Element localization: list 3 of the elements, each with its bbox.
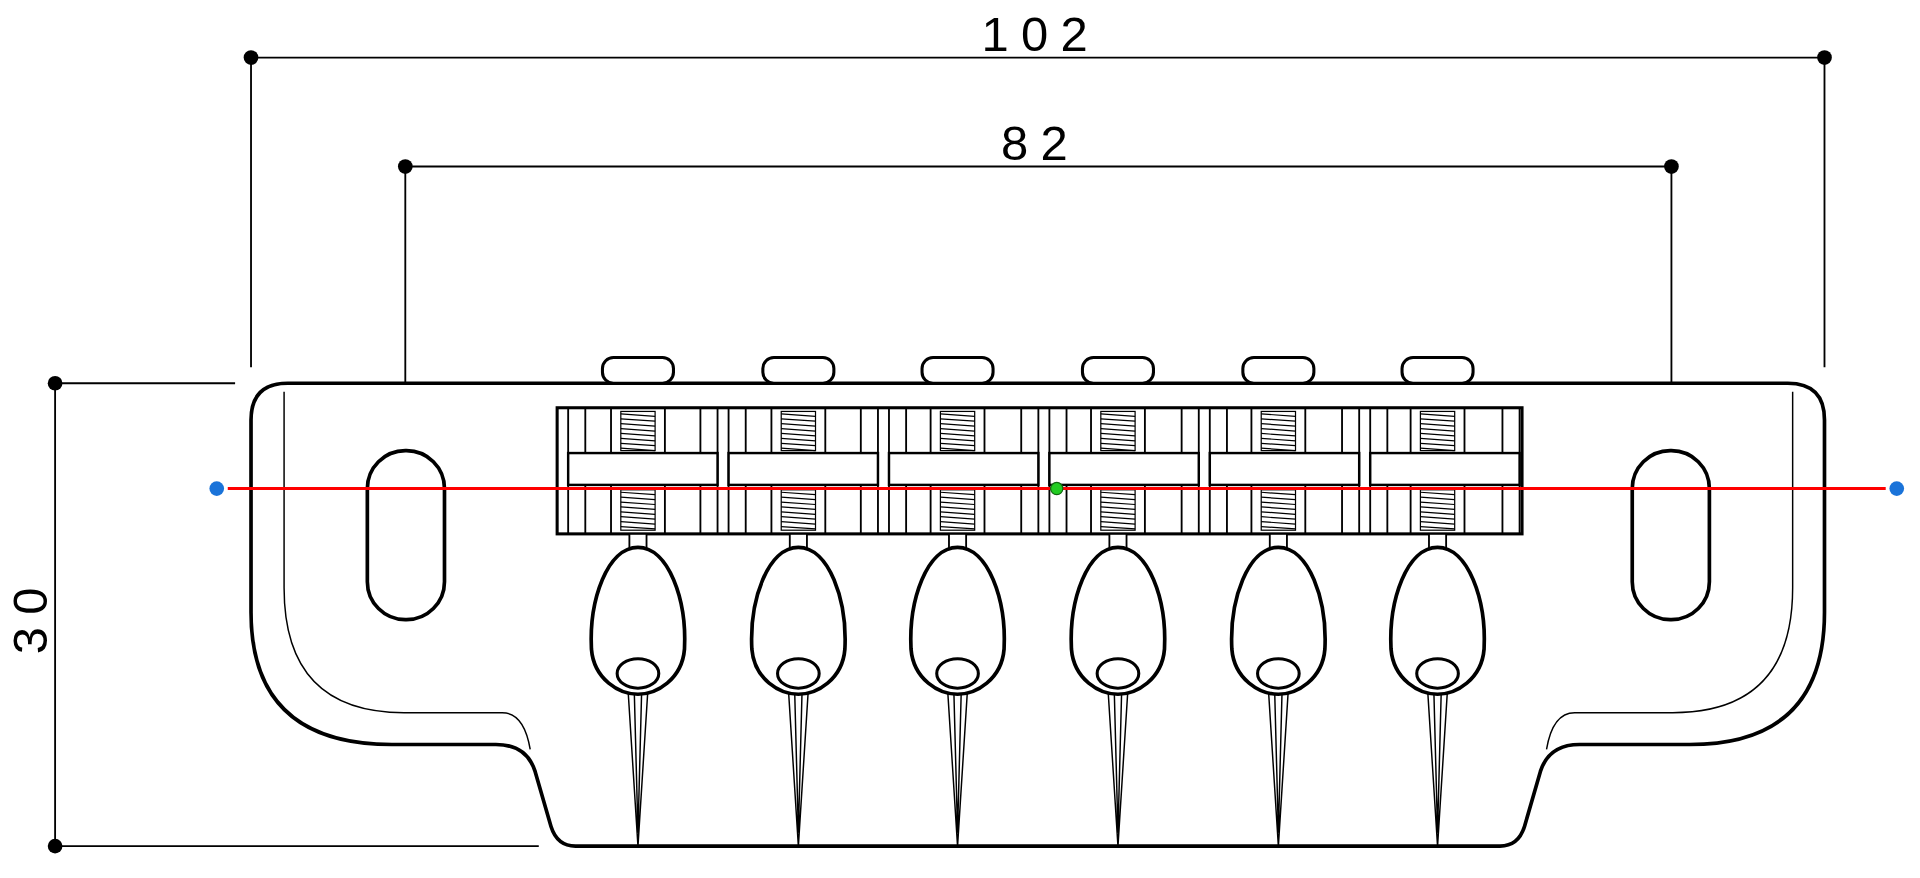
dimension-label: 102 xyxy=(981,9,1100,59)
dimension-label: 82 xyxy=(1001,118,1080,168)
dimension-label: 30 xyxy=(4,575,54,655)
